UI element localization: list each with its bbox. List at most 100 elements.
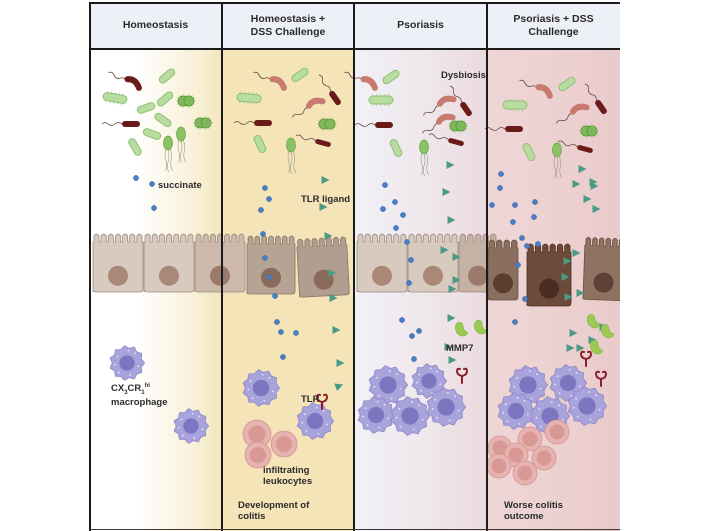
label-infiltrating-leukocytes: infiltrating leukocytes xyxy=(263,465,313,488)
bacterium-body xyxy=(535,84,553,99)
tlr-ligand xyxy=(578,165,587,173)
bacterium-rod xyxy=(156,91,174,107)
flagellum xyxy=(519,79,539,90)
bacterium-body xyxy=(389,139,403,157)
granule xyxy=(263,399,266,402)
flagellum xyxy=(101,122,123,126)
succinate-molecule xyxy=(519,235,525,241)
macrophage xyxy=(497,392,535,430)
tlr-ligand xyxy=(572,180,581,188)
granule xyxy=(326,423,328,426)
granule xyxy=(247,388,250,391)
tlr-ligand xyxy=(576,289,585,297)
macrophage-nucleus xyxy=(421,373,437,389)
bacterium-flagellated xyxy=(318,74,341,106)
bacterium-body xyxy=(505,126,523,132)
succinate-molecule xyxy=(266,274,272,280)
bacterium-body xyxy=(102,92,128,104)
flagellum xyxy=(318,74,331,92)
epithelial-cell-body xyxy=(92,233,144,293)
bacterium-flagellated xyxy=(295,134,331,147)
leukocyte xyxy=(544,419,570,445)
figure: Homeostasis Homeostasis + DSS Challenge … xyxy=(89,2,620,531)
granule xyxy=(272,390,274,393)
succinate-molecule xyxy=(262,185,268,191)
panel-divider xyxy=(353,2,355,531)
epithelial-cell-body xyxy=(143,233,195,293)
macrophage-nucleus xyxy=(401,407,419,425)
bacterium-rod xyxy=(253,135,267,153)
mmp7-enzyme xyxy=(586,314,601,329)
macrophage-nucleus xyxy=(379,376,397,394)
epithelial-cell xyxy=(487,239,519,301)
granule xyxy=(538,407,541,410)
granule xyxy=(400,425,402,428)
flagellum xyxy=(354,123,376,127)
granule xyxy=(180,418,183,421)
succinate-molecule xyxy=(510,219,516,225)
succinate-molecule xyxy=(532,199,538,205)
bacterium-body xyxy=(158,68,176,84)
bacterium-rod xyxy=(502,98,528,112)
granule xyxy=(554,383,557,386)
granule xyxy=(303,413,306,416)
tlr-ligand xyxy=(592,205,601,213)
tlr-ligand xyxy=(572,249,581,257)
succinate-molecule xyxy=(400,212,406,218)
flagellum xyxy=(558,155,563,179)
granule xyxy=(530,397,533,400)
granule xyxy=(182,434,184,437)
flagellum xyxy=(425,152,430,176)
tlr-ligand xyxy=(561,273,570,281)
granule xyxy=(376,376,379,379)
bacterium-body xyxy=(360,76,378,91)
label-dysbiosis: Dysbiosis xyxy=(441,70,486,81)
bacterium-body xyxy=(176,126,186,142)
label-worse-colitis-outcome: Worse colitis outcome xyxy=(504,500,563,523)
flagellum xyxy=(484,127,506,131)
succinate-molecule xyxy=(531,214,537,220)
granule xyxy=(315,406,318,409)
bacterium-body xyxy=(382,69,400,85)
granule xyxy=(301,421,304,424)
bacterium-body xyxy=(315,139,331,147)
flagellum xyxy=(422,153,426,177)
bacterium-oval xyxy=(552,142,563,180)
granule xyxy=(418,404,420,407)
tlr-receptor-shape xyxy=(455,367,469,384)
flagellum xyxy=(166,149,170,173)
granule xyxy=(575,397,578,400)
bacterium-body xyxy=(124,76,142,91)
bacterium-rod xyxy=(142,128,162,140)
granule xyxy=(317,432,320,435)
tlr-receptor xyxy=(315,393,329,410)
granule xyxy=(416,381,418,384)
granule xyxy=(558,404,560,407)
macrophage-nucleus xyxy=(559,374,577,392)
bacterium-body xyxy=(595,99,607,115)
bacterium-body xyxy=(460,101,472,117)
macrophage xyxy=(567,386,607,426)
tlr-receptor-shape xyxy=(594,370,608,387)
granule xyxy=(589,418,592,421)
leukocyte-nucleus xyxy=(491,458,507,474)
bacterium-body xyxy=(569,103,590,115)
succinate-molecule xyxy=(489,202,495,208)
nucleus xyxy=(372,265,392,286)
granule xyxy=(116,355,119,358)
tlr-receptor-shape xyxy=(315,393,329,410)
flagellum xyxy=(164,148,168,172)
macrophage xyxy=(390,396,430,436)
epithelial-cell-body xyxy=(582,237,620,301)
illustration xyxy=(92,67,620,486)
tlr-ligand xyxy=(328,269,337,277)
macrophage-nucleus xyxy=(183,418,199,434)
succinate-molecule xyxy=(408,257,414,263)
leukocyte-nucleus xyxy=(508,447,524,463)
granule xyxy=(388,370,391,372)
leukocyte-nucleus xyxy=(492,440,508,456)
bacterium-body xyxy=(136,102,156,114)
macrophage xyxy=(368,365,408,405)
bacterium-rod xyxy=(522,143,536,161)
bacterium-rod xyxy=(158,68,176,84)
